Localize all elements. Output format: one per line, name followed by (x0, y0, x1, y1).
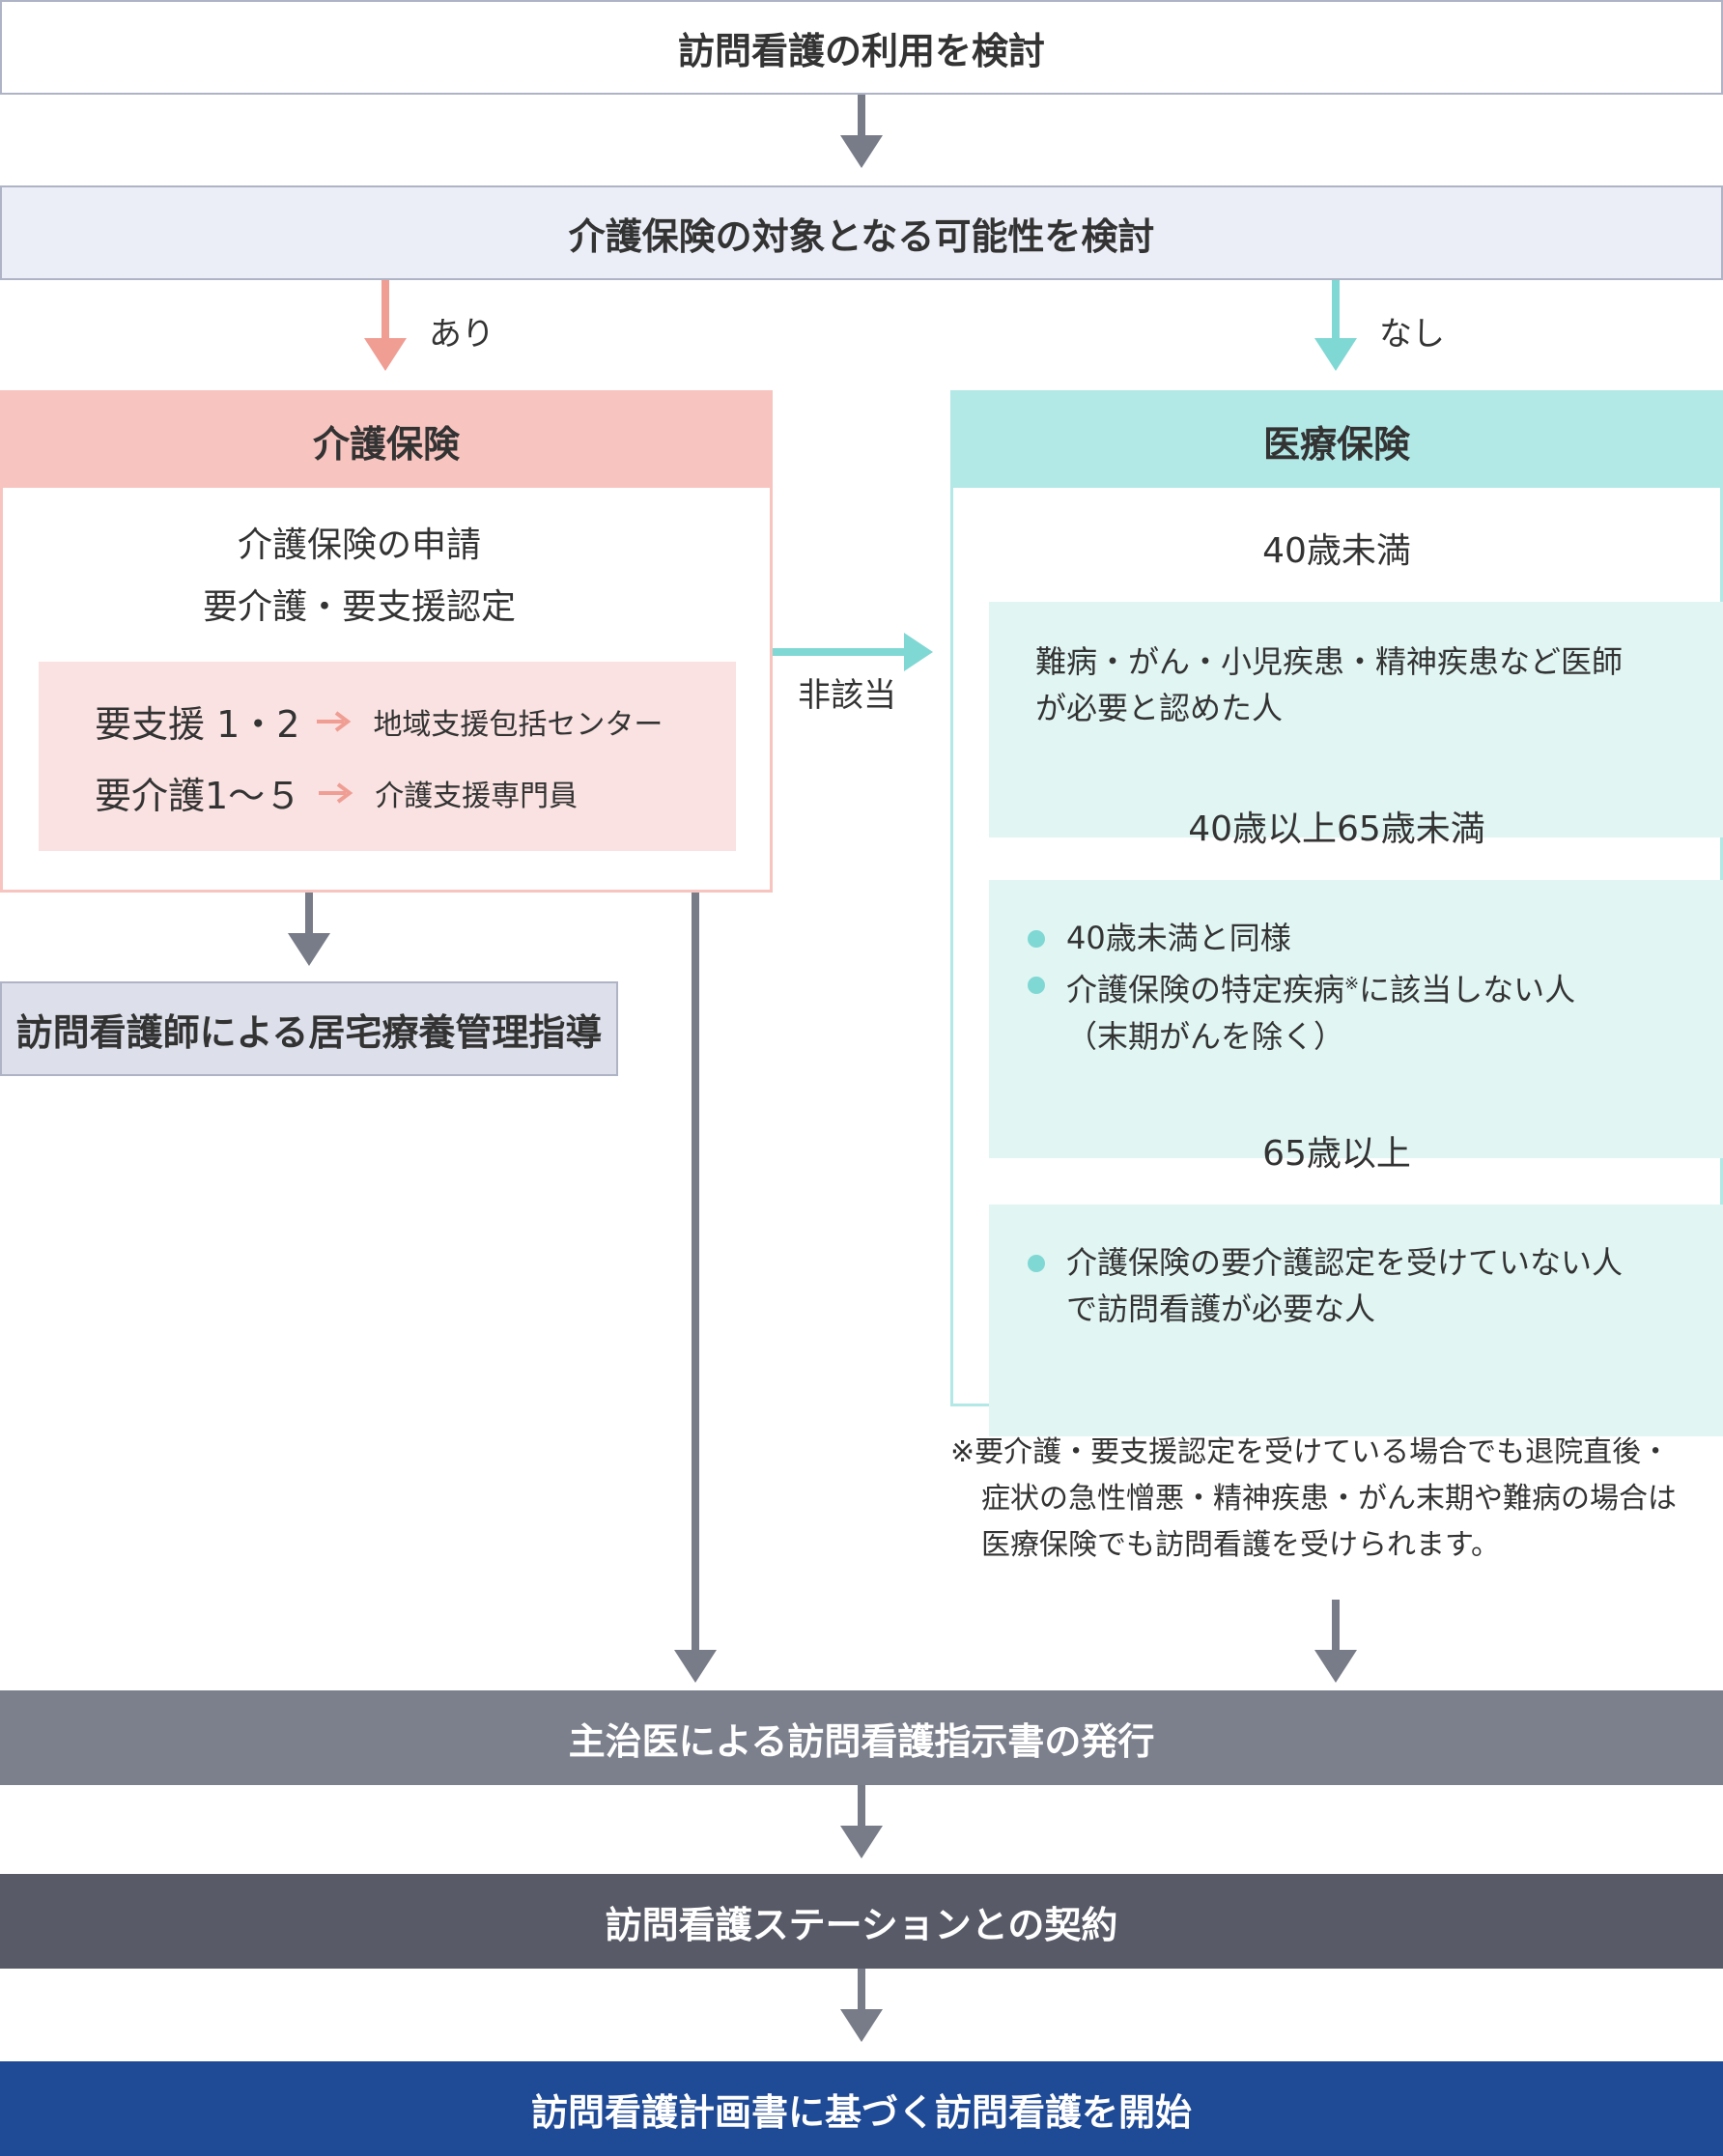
instruction-label: 主治医による訪問看護指示書の発行 (568, 1719, 1155, 1763)
iryo-bullet-item: 介護保険の要介護認定を受けていない人 (1028, 1239, 1723, 1286)
iryo-header: 医療保険 (953, 393, 1720, 488)
label-hi-gaitou: 非該当 (798, 676, 896, 715)
iryo-group-box: 40歳未満と同様 介護保険の特定疾病※に該当しない人 （末期がんを除く） (989, 880, 1723, 1158)
kaigo-levels-box: 要支援 1・2 地域支援包括センター 要介護1〜５ 介護支援専門員 (39, 662, 736, 851)
footnote-line: ※要介護・要支援認定を受けている場合でも退院直後・ (950, 1435, 1671, 1469)
kaigo-panel: 介護保険 介護保険の申請 要介護・要支援認定 要支援 1・2 地域支援包括センタ… (0, 390, 773, 893)
kaigo-level-target: 地域支援包括センター (373, 707, 664, 742)
step-start-label: 訪問看護の利用を検討 (677, 29, 1045, 72)
kaigo-line1: 介護保険の申請 (237, 525, 481, 565)
label-nashi: なし (1379, 315, 1445, 354)
iryo-group-box: 介護保険の要介護認定を受けていない人 で訪問看護が必要な人 (989, 1205, 1723, 1436)
footnote: ※要介護・要支援認定を受けている場合でも退院直後・ 症状の急性憎悪・精神疾患・が… (950, 1430, 1723, 1569)
iryo-bullet-continuation: で訪問看護が必要な人 (1066, 1291, 1376, 1327)
iryo-group-box: 難病・がん・小児疾患・精神疾患など医師 が必要と認めた人 (989, 602, 1723, 837)
kaigo-level-name: 要支援 1・2 (95, 703, 300, 746)
footnote-line: 医療保険でも訪問看護を受けられます。 (981, 1528, 1500, 1562)
kyotaku-label: 訪問看護師による居宅療養管理指導 (15, 1010, 603, 1054)
step-consider-box: 介護保険の対象となる可能性を検討 (0, 185, 1723, 280)
kaigo-level-name: 要介護1〜５ (95, 775, 302, 817)
kaigo-header-label: 介護保険 (312, 422, 460, 466)
iryo-bullet-item: 40歳未満と同様 (1028, 915, 1723, 961)
arrow-hi-gaitou (773, 633, 933, 671)
kaigo-header: 介護保険 (3, 393, 770, 488)
iryo-group-line: 難病・がん・小児疾患・精神疾患など医師 (1035, 643, 1624, 680)
footnote-mark: ※ (1344, 974, 1360, 994)
iryo-group-title: 40歳未満 (1262, 531, 1411, 571)
contract-label: 訪問看護ステーションとの契約 (605, 1903, 1118, 1946)
kaigo-level-row: 要支援 1・2 地域支援包括センター (95, 695, 663, 748)
iryo-bullet-item: 介護保険の特定疾病※に該当しない人 (1028, 961, 1723, 1013)
kaigo-line2: 要介護・要支援認定 (202, 587, 516, 627)
iryo-group-title: 65歳以上 (1262, 1134, 1411, 1174)
right-arrow-icon (319, 781, 353, 804)
start-care-label: 訪問看護計画書に基づく訪問看護を開始 (530, 2090, 1192, 2134)
kaigo-level-target: 介護支援専門員 (375, 779, 579, 813)
start-care-box: 訪問看護計画書に基づく訪問看護を開始 (0, 2061, 1723, 2156)
iryo-bullet-continuation: （末期がんを除く） (1066, 1017, 1345, 1055)
iryo-bullet-text: 介護保険の特定疾病 (1066, 971, 1345, 1008)
kaigo-level-row: 要介護1〜５ 介護支援専門員 (95, 766, 578, 819)
iryo-bullet-text-rest: に該当しない人 (1359, 971, 1576, 1008)
step-start-box: 訪問看護の利用を検討 (0, 0, 1723, 95)
kyotaku-box: 訪問看護師による居宅療養管理指導 (0, 981, 618, 1076)
iryo-group-line: が必要と認めた人 (1035, 690, 1284, 726)
instruction-box: 主治医による訪問看護指示書の発行 (0, 1690, 1723, 1785)
iryo-header-label: 医療保険 (1262, 422, 1410, 466)
right-arrow-icon (317, 710, 352, 732)
footnote-line: 症状の急性憎悪・精神疾患・がん末期や難病の場合は (981, 1482, 1677, 1516)
iryo-group-title: 40歳以上65歳未満 (1188, 809, 1485, 849)
step-consider-label: 介護保険の対象となる可能性を検討 (568, 214, 1155, 258)
label-ari: あり (429, 315, 494, 354)
contract-box: 訪問看護ステーションとの契約 (0, 1874, 1723, 1969)
iryo-panel: 医療保険 40歳未満 難病・がん・小児疾患・精神疾患など医師 が必要と認めた人 … (950, 390, 1723, 1436)
